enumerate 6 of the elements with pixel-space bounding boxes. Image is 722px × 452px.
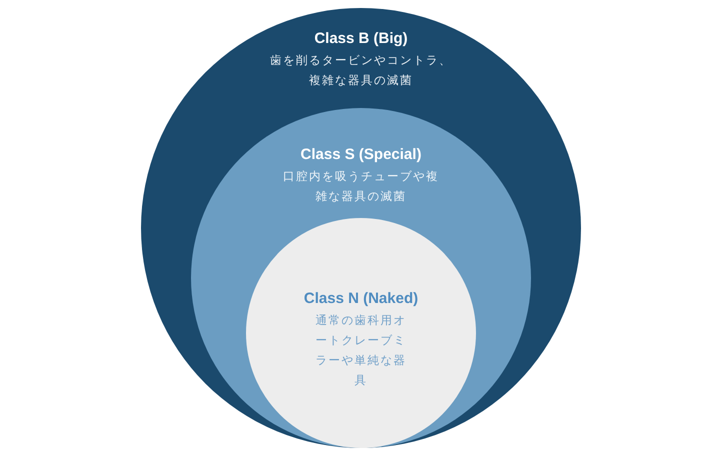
circle-title: Class B (Big) bbox=[314, 30, 408, 47]
circle-description: 歯を削るタービンやコントラ、複雑な器具の滅菌 bbox=[269, 52, 453, 89]
circle-description: 口腔内を吸うチューブや複雑な器具の滅菌 bbox=[282, 168, 440, 205]
circle-title: Class N (Naked) bbox=[304, 290, 418, 307]
circle-title: Class S (Special) bbox=[300, 146, 422, 163]
circle-description: 通常の歯科用オートクレーブミラーや単純な器具 bbox=[314, 312, 408, 389]
